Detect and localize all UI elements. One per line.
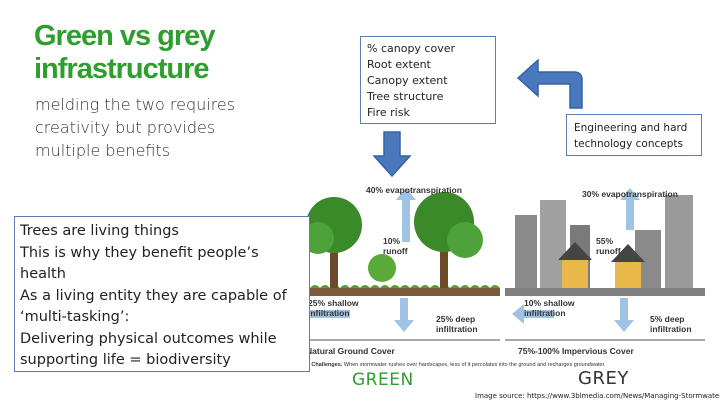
trees-line: ‘multi-tasking’: xyxy=(20,309,130,325)
grey-evapotranspiration-label: 30% evapotranspiration xyxy=(582,189,678,199)
grey-cover-label: 75%-100% Impervious Cover xyxy=(518,346,634,356)
grey-deep-label: 5% deep infiltration xyxy=(650,314,692,334)
stormwater-diagram: 40% evapotranspiration 10% runoff 25% sh… xyxy=(290,170,710,370)
engineering-box: Engineering and hard technology concepts xyxy=(566,114,702,156)
green-cover-label: Natural Ground Cover xyxy=(306,346,395,356)
green-deep-label: 25% deep infiltration xyxy=(436,314,478,334)
trees-line: supporting life = biodiversity xyxy=(20,352,231,368)
canopy-metric: % canopy cover xyxy=(367,42,456,55)
trees-line: As a living entity they are capable of xyxy=(20,287,287,304)
canopy-metrics-box: % canopy cover Root extent Canopy extent… xyxy=(360,36,496,124)
green-evapotranspiration-label: 40% evapotranspiration xyxy=(366,185,462,195)
living-trees-box: Trees are living things This is why they… xyxy=(14,216,310,372)
canopy-metric: Root extent xyxy=(367,58,431,71)
slide-title: Green vs grey infrastructure xyxy=(34,20,215,85)
diagram-illustration xyxy=(298,188,705,341)
grey-shallow-label: 10% shallow infiltration xyxy=(524,298,575,318)
diagram-caption: Urban Challenges. When stormwater rushes… xyxy=(294,362,606,368)
green-runoff-label: 10% runoff xyxy=(383,236,408,256)
canopy-metric: Tree structure xyxy=(367,90,444,103)
trees-line: Trees are living things xyxy=(20,223,179,239)
canopy-metric: Fire risk xyxy=(367,106,410,119)
trees-line: health xyxy=(20,266,66,282)
arrow-down-icon xyxy=(372,131,412,178)
caption-text: When stormwater rushes over hardscapes, … xyxy=(342,362,606,368)
grey-runoff-label: 55% runoff xyxy=(596,236,621,256)
green-shallow-label: 25% shallow infiltration xyxy=(308,298,359,318)
trees-line: This is why they benefit people’s xyxy=(20,244,259,261)
canopy-metric: Canopy extent xyxy=(367,74,448,87)
caption-bold: Urban Challenges. xyxy=(294,362,343,368)
grey-label: GREY xyxy=(578,368,629,389)
arrow-curved-left-icon xyxy=(516,58,583,109)
slide-subtitle: melding the two requires creativity but … xyxy=(35,95,236,160)
green-label: GREEN xyxy=(352,370,414,390)
trees-line: Delivering physical outcomes while xyxy=(20,330,277,347)
image-source: Image source: https://www.3blmedia.com/N… xyxy=(475,392,720,400)
